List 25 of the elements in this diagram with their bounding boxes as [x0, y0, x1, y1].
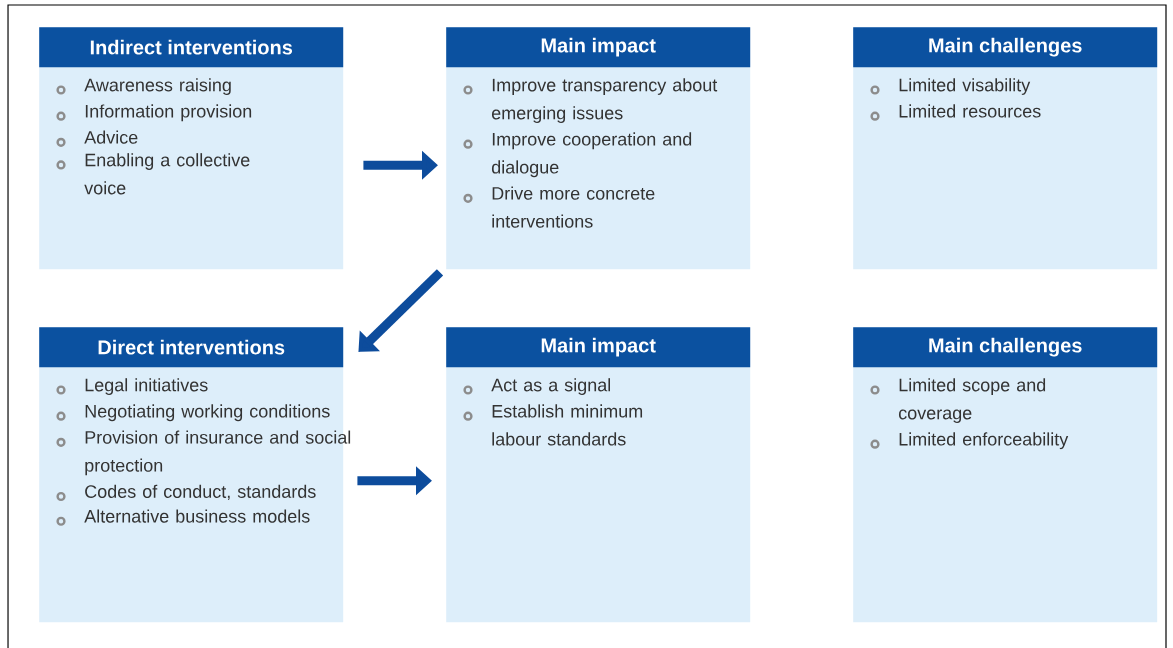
bullet-item: Advice	[56, 130, 138, 147]
bullet-item: Act as a signal	[463, 378, 610, 395]
panel-header: Main impact	[446, 27, 751, 68]
bullet-item: Limited enforceability	[870, 432, 1069, 450]
bullet-item: Improve transparency about emerging issues	[463, 78, 718, 123]
bullet-item: Enabling a collective voice	[56, 153, 250, 195]
panel-header: Main impact	[446, 327, 751, 368]
panel-header: Main challenges	[853, 327, 1158, 368]
bullet-item: Awareness raising	[56, 78, 231, 95]
bullet-item: Codes of conduct, standards	[56, 484, 316, 502]
bullet-item: Limited scope and coverage	[870, 378, 1046, 423]
bullet-item: Negotiating working conditions	[56, 404, 330, 422]
bullet-item: Legal initiatives	[56, 378, 208, 395]
bullet-item: Improve cooperation and dialogue	[463, 132, 692, 178]
panel-header: Main challenges	[853, 27, 1158, 68]
bullet-item: Drive more concrete interventions	[463, 186, 655, 228]
bullet-item: Establish minimum labour standards	[463, 404, 643, 446]
bullet-item: Alternative business models	[56, 509, 310, 526]
bullet-item: Limited resources	[870, 104, 1041, 121]
arrow	[358, 269, 444, 352]
panel-header: Indirect interventions	[39, 27, 344, 68]
bullet-item: Information provision	[56, 104, 252, 122]
panel-header: Direct interventions	[39, 327, 344, 368]
bullet-item: Limited visability	[870, 78, 1031, 95]
bullet-item: Provision of insurance and social protection	[56, 430, 351, 476]
